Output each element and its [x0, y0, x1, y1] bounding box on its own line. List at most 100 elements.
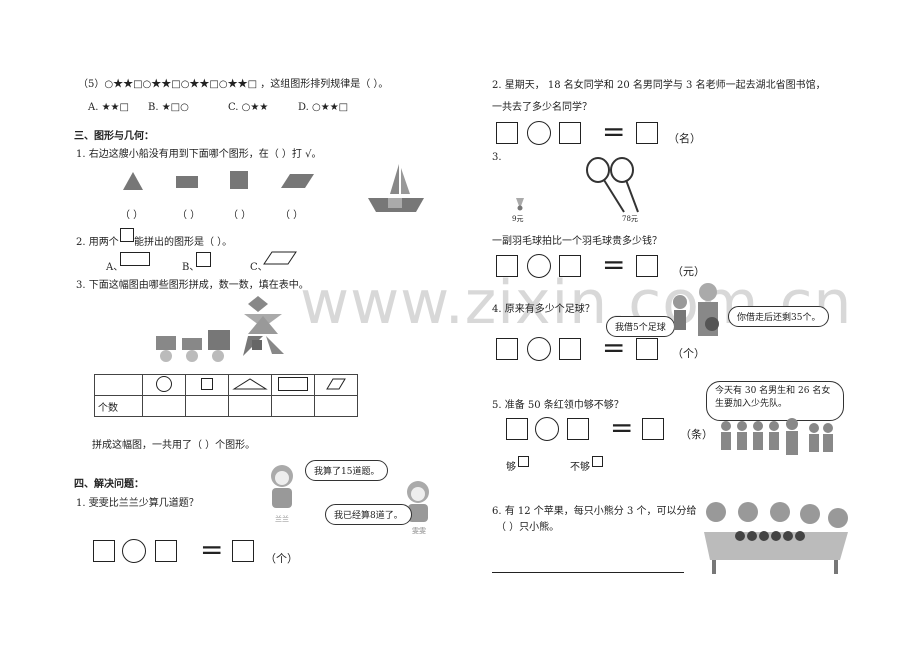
- unit-tiao: （条）: [680, 428, 713, 441]
- parallelogram-shape: [281, 174, 314, 188]
- checkbox-enough[interactable]: [518, 456, 529, 467]
- blank-2[interactable]: （ ）: [177, 210, 201, 221]
- r-q4-text: 4. 原来有多少个足球？: [492, 304, 595, 315]
- r-q5-box-1[interactable]: [506, 418, 528, 440]
- triangle-icon: [232, 377, 268, 389]
- price-shuttlecock: 9元: [512, 215, 524, 223]
- count-cell-parallelogram[interactable]: [314, 395, 358, 417]
- s3-q2-opt-c: C、: [250, 262, 268, 273]
- name-lanlan: 兰兰: [275, 515, 289, 523]
- q5-option-a: A. ★★□: [88, 102, 129, 113]
- count-cell-circle[interactable]: [142, 395, 186, 417]
- q5-option-d: D. ○★★□: [298, 102, 349, 113]
- boat-figure: [368, 164, 424, 212]
- s3-q2-prefix: 2. 用两个: [76, 237, 119, 248]
- parallelogram-icon: [326, 378, 346, 389]
- girl-lanlan-figure: [271, 465, 293, 508]
- tangram-person-figure: [243, 296, 284, 356]
- girl-wenwen-figure: [407, 481, 429, 522]
- label-not-enough: 不够: [570, 462, 590, 473]
- s3-q3-text: 3. 下面这幅图由哪些图形拼成，数一数，填在表中。: [76, 280, 309, 291]
- section4-title: 四、解决问题：: [74, 479, 144, 490]
- count-cell-square[interactable]: [185, 395, 229, 417]
- unit-ge-left: （个）: [265, 552, 298, 565]
- rectangle-icon: [278, 376, 308, 391]
- r-q4-box-2[interactable]: [559, 338, 581, 360]
- unit-yuan: （元）: [672, 265, 705, 278]
- count-cell-triangle[interactable]: [228, 395, 272, 417]
- r-q4-box-result[interactable]: [636, 338, 658, 360]
- s3-q3-total: 拼成这幅图，一共用了（ ）个图形。: [92, 440, 256, 451]
- blank-1[interactable]: （ ）: [120, 210, 144, 221]
- boy-teacher-figure: [673, 283, 719, 336]
- r-q2-equals: =: [602, 115, 626, 148]
- s3-q2-opt-b: B、: [182, 262, 200, 273]
- r-q3-operator-circle[interactable]: [527, 254, 551, 278]
- blank-4[interactable]: （ ）: [280, 210, 304, 221]
- r-q5-text: 5. 准备 50 条红领巾够不够？: [492, 400, 624, 411]
- r-q2-box-2[interactable]: [559, 122, 581, 144]
- circle-icon: [156, 375, 172, 392]
- r-q3-equals: =: [602, 248, 626, 281]
- s3-q2-opt-a: A、: [106, 262, 124, 273]
- bubble-remaining: 你借走后还剩35个。: [728, 306, 830, 327]
- r-q6-line2: （ ）只小熊。: [496, 522, 560, 533]
- r-q5-operator-circle[interactable]: [535, 417, 559, 441]
- section3-title: 三、图形与几何：: [74, 131, 154, 142]
- r-q5-box-2[interactable]: [567, 418, 589, 440]
- count-table: 个数: [94, 374, 358, 417]
- r-q2-line2: 一共去了多少名同学？: [492, 102, 592, 113]
- equals-sign: =: [200, 533, 224, 566]
- bears-table-figure: [704, 502, 848, 574]
- train-figure: [156, 330, 230, 362]
- q5-option-c: C. ○★★: [228, 102, 269, 113]
- r-q2-line1: 2. 星期天， 18 名女同学和 20 名男同学与 3 名老师一起去湖北省图书馆…: [492, 80, 826, 91]
- answer-line[interactable]: [492, 572, 684, 573]
- r-q2-box-result[interactable]: [636, 122, 658, 144]
- answer-box-1[interactable]: [93, 540, 115, 562]
- q5-pattern: （5）○★★□○★★□○★★□○★★□ ，这组图形排列规律是（ ）。: [78, 79, 389, 90]
- triangle-shape: [123, 172, 143, 190]
- q5-option-b: B. ★□○: [148, 102, 189, 113]
- square-shape: [230, 171, 248, 189]
- price-racket: 78元: [622, 215, 638, 223]
- r-q4-box-1[interactable]: [496, 338, 518, 360]
- bubble-pioneer: 今天有 30 名男生和 26 名女生要加入少先队。: [706, 381, 844, 421]
- r-q3-box-1[interactable]: [496, 255, 518, 277]
- unit-ming: （名）: [668, 132, 701, 145]
- rectangle-option-icon: [120, 252, 150, 266]
- rectangle-shape: [176, 176, 198, 188]
- parallelogram-option-icon: [263, 251, 297, 265]
- r-q2-box-1[interactable]: [496, 122, 518, 144]
- r-q3-number: 3.: [492, 152, 502, 163]
- count-cell-rectangle[interactable]: [271, 395, 315, 417]
- square-icon: [201, 377, 213, 390]
- checkbox-not-enough[interactable]: [592, 456, 603, 467]
- s3-q2-suffix: 能拼出的图形是（ ）。: [134, 237, 233, 248]
- name-wenwen: 雯雯: [412, 527, 426, 535]
- racket-pair-icon: [586, 157, 639, 213]
- pioneer-kids-figure: [721, 418, 833, 455]
- answer-box-2[interactable]: [155, 540, 177, 562]
- shapes-row: [123, 171, 314, 190]
- blank-3[interactable]: （ ）: [228, 210, 252, 221]
- s3-q1-text: 1. 右边这艘小船没有用到下面哪个图形，在（ ）打 √。: [76, 149, 322, 160]
- r-q3-text: 一副羽毛球拍比一个羽毛球贵多少钱？: [492, 236, 662, 247]
- square-option-icon: [196, 252, 211, 267]
- r-q2-operator-circle[interactable]: [527, 121, 551, 145]
- r-q6-line1: 6. 有 12 个苹果，每只小熊分 3 个，可以分给: [492, 506, 697, 517]
- r-q5-equals: =: [610, 411, 634, 444]
- bubble-lanlan: 我算了15道题。: [305, 460, 389, 481]
- answer-box-result[interactable]: [232, 540, 254, 562]
- bubble-wenwen: 我已经算8道了。: [325, 504, 412, 525]
- answer-operator-circle[interactable]: [122, 539, 146, 563]
- label-enough: 够: [506, 462, 516, 473]
- r-q4-equals: =: [602, 331, 626, 364]
- r-q4-operator-circle[interactable]: [527, 337, 551, 361]
- r-q5-box-result[interactable]: [642, 418, 664, 440]
- r-q3-box-result[interactable]: [636, 255, 658, 277]
- small-square-icon: [120, 228, 134, 242]
- s4-q1-text: 1. 雯雯比兰兰少算几道题？: [76, 498, 199, 509]
- r-q3-box-2[interactable]: [559, 255, 581, 277]
- shuttlecock-icon: [516, 198, 524, 211]
